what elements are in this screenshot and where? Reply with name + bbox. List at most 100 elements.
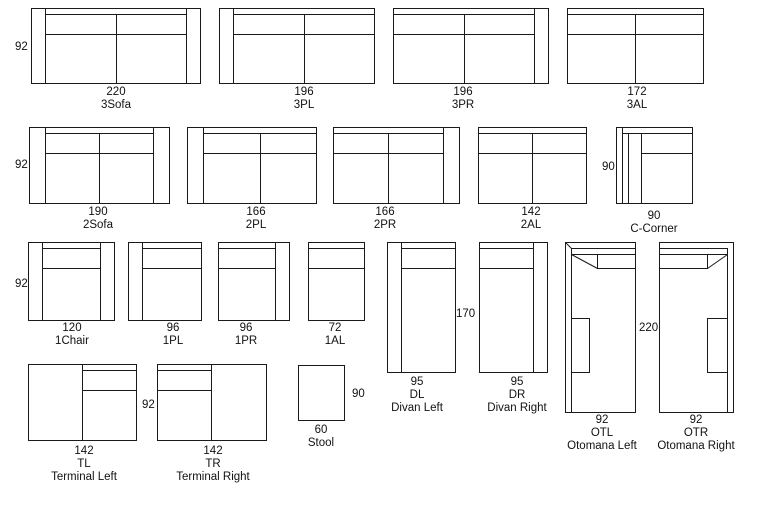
module-width: 96 (166, 322, 180, 334)
backrest (659, 248, 728, 255)
module-1pr (218, 242, 290, 321)
module-width: 196 (294, 86, 314, 98)
module-code: Stool (307, 437, 335, 449)
module-code: OTR (683, 427, 709, 439)
module-label-2pl: 166 2PL (216, 206, 296, 232)
depth-label-row1: 92 (15, 41, 28, 53)
module-description: Otomana Left (567, 440, 637, 452)
backrest (401, 242, 456, 249)
module-label-dl: 95 DL Divan Left (375, 376, 459, 415)
module-3pl (219, 8, 375, 84)
module-label-3pl: 196 3PL (264, 86, 344, 112)
module-width: 166 (246, 206, 266, 218)
module-label-2pr: 166 2PR (345, 206, 425, 232)
module-label-3sofa: 220 3Sofa (76, 86, 156, 112)
backrest (479, 242, 534, 249)
backrest (622, 127, 693, 134)
module-3sofa (31, 8, 201, 84)
module-description: Divan Right (487, 402, 547, 414)
module-code: 3PL (293, 99, 315, 111)
depth-label-stool: 90 (352, 388, 365, 400)
module-code: 2PR (373, 219, 397, 231)
module-2pl (187, 127, 317, 204)
module-label-otr: 92 OTR Otomana Right (650, 414, 742, 453)
module-width: 142 (521, 206, 541, 218)
back-cushion (479, 248, 534, 269)
module-code: 1Chair (55, 335, 89, 347)
module-width: 92 (595, 414, 609, 426)
corner-diagonal (707, 254, 728, 269)
back-cushion (641, 133, 693, 154)
backrest (233, 8, 375, 15)
module-description: Terminal Left (51, 471, 117, 483)
module-stool (298, 365, 345, 421)
module-width: 60 (314, 424, 328, 436)
back-cushion (142, 248, 202, 269)
back-cushion (218, 248, 276, 269)
module-code: 1AL (324, 335, 346, 347)
module-code: TL (77, 458, 91, 470)
back-cushion (42, 248, 101, 269)
module-code: OTL (590, 427, 614, 439)
module-code: DL (409, 389, 425, 401)
module-label-1chair: 120 1Chair (32, 322, 112, 348)
back-cushion (659, 254, 708, 269)
backrest (567, 8, 704, 15)
module-label-2al: 142 2AL (491, 206, 571, 232)
module-label-2sofa: 190 2Sofa (58, 206, 138, 232)
module-c-corner (616, 127, 693, 204)
backrest (308, 242, 365, 249)
module-width: 142 (203, 445, 223, 457)
side-cushion (628, 133, 642, 204)
backrest (393, 8, 535, 15)
backrest (142, 242, 202, 249)
module-3al (567, 8, 704, 84)
module-label-dr: 95 DR Divan Right (472, 376, 562, 415)
backrest (82, 364, 137, 371)
module-1pl (128, 242, 202, 321)
module-otr (659, 242, 734, 413)
back-cushion (401, 248, 456, 269)
module-width: 172 (627, 86, 647, 98)
module-dr (479, 242, 548, 373)
depth-label-row2: 92 (15, 159, 28, 171)
module-code: 3PR (451, 99, 475, 111)
module-width: 96 (239, 322, 253, 334)
module-width: 190 (88, 206, 108, 218)
module-label-tr: 142 TR Terminal Right (168, 445, 258, 484)
module-code: 1PR (234, 335, 258, 347)
module-width: 142 (74, 445, 94, 457)
side-cushion (707, 318, 728, 373)
module-1chair (28, 242, 115, 321)
module-code: 3AL (626, 99, 648, 111)
back-cushion (157, 370, 212, 391)
backrest (45, 127, 154, 134)
depth-label-row3: 92 (15, 278, 28, 290)
depth-label-terminal: 92 (142, 399, 155, 411)
module-base (298, 365, 345, 421)
module-label-1pl: 96 1PL (133, 322, 213, 348)
module-1al (308, 242, 365, 321)
backrest (42, 242, 101, 249)
backrest (218, 242, 276, 249)
back-cushion (308, 248, 365, 269)
backrest (203, 127, 317, 134)
module-tl (28, 364, 137, 441)
module-2al (478, 127, 587, 204)
module-label-1pr: 96 1PR (206, 322, 286, 348)
module-label-tl: 142 TL Terminal Left (42, 445, 126, 484)
module-width: 196 (453, 86, 473, 98)
depth-label-corner: 90 (602, 161, 615, 173)
module-code: DR (508, 389, 526, 401)
corner-diagonal (571, 254, 598, 269)
module-code: 1PL (162, 335, 184, 347)
module-code: 2Sofa (82, 219, 114, 231)
module-dl (387, 242, 456, 373)
module-3pr (393, 8, 549, 84)
module-description: Divan Left (391, 402, 443, 414)
backrest (478, 127, 587, 134)
back-cushion (597, 254, 636, 269)
module-width: 92 (689, 414, 703, 426)
module-width: 72 (328, 322, 342, 334)
